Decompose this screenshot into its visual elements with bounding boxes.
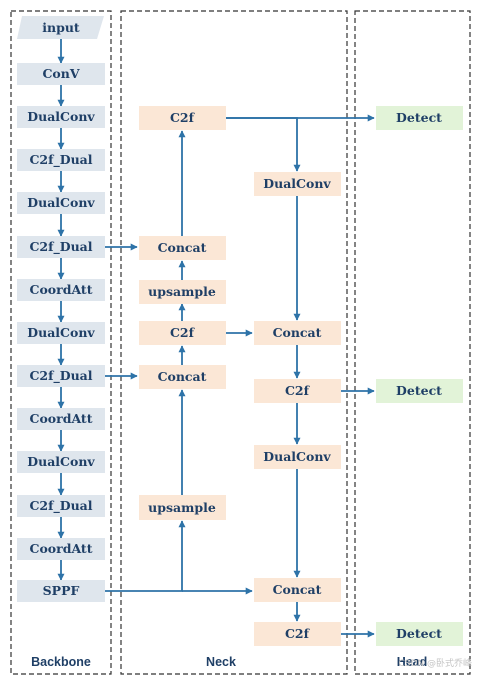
backbone-region	[10, 10, 112, 675]
neck-concat-mid-label: Concat	[158, 369, 207, 384]
backbone-node-coordatt-3: CoordAtt	[17, 538, 105, 560]
neck-concat-mid-box	[139, 365, 226, 389]
backbone-node-coordatt-2-label: CoordAtt	[30, 411, 93, 426]
backbone-node-coordatt-3-box	[17, 538, 105, 560]
backbone-node-dualconv-1-box	[17, 106, 105, 128]
neck-upsample-top-box	[139, 280, 226, 304]
backbone-node-c2f-dual-4: C2f_Dual	[17, 495, 105, 517]
backbone-node-dualconv-4: DualConv	[17, 451, 105, 473]
backbone-node-c2f-dual-1: C2f_Dual	[17, 149, 105, 171]
neck-c2f-right-mid: C2f	[254, 379, 341, 403]
backbone-node-c2f-dual-2-label: C2f_Dual	[29, 239, 92, 255]
neck-concat-top: Concat	[139, 236, 226, 260]
node-input-shape	[17, 16, 104, 39]
head-detect-top: Detect	[376, 106, 463, 130]
backbone-node-c2f-dual-2: C2f_Dual	[17, 236, 105, 258]
node-input: input	[17, 16, 104, 39]
head-region	[354, 10, 471, 675]
backbone-node-c2f-dual-1-label: C2f_Dual	[29, 152, 92, 168]
neck-concat-top-label: Concat	[158, 240, 207, 255]
backbone-node-c2f-dual-1-box	[17, 149, 105, 171]
neck-c2f-bottom-box	[254, 622, 341, 646]
neck-concat-right-mid-label: Concat	[273, 325, 322, 340]
neck-c2f-bottom: C2f	[254, 622, 341, 646]
neck-region	[120, 10, 348, 675]
neck-upsample-top: upsample	[139, 280, 226, 304]
neck-upsample-bottom-label: upsample	[148, 500, 216, 515]
neck-upsample-bottom-box	[139, 495, 226, 520]
neck-dualconv-bottom-box	[254, 445, 341, 469]
neck-c2f-top-box	[139, 106, 226, 130]
backbone-node-dualconv-2-box	[17, 192, 105, 214]
backbone-node-conv-box	[17, 63, 105, 85]
backbone-node-c2f-dual-3-label: C2f_Dual	[29, 368, 92, 384]
watermark: CSDN @卧式乔峰	[398, 657, 472, 669]
backbone-node-dualconv-3-label: DualConv	[27, 325, 95, 340]
backbone-node-c2f-dual-2-box	[17, 236, 105, 258]
backbone-node-c2f-dual-4-box	[17, 495, 105, 517]
head-detect-bottom: Detect	[376, 622, 463, 646]
head-detect-mid-label: Detect	[396, 383, 442, 398]
backbone-node-coordatt-2: CoordAtt	[17, 408, 105, 430]
backbone-node-dualconv-4-label: DualConv	[27, 454, 95, 469]
backbone-node-c2f-dual-3: C2f_Dual	[17, 365, 105, 387]
backbone-node-dualconv-1-label: DualConv	[27, 109, 95, 124]
backbone-node-sppf: SPPF	[17, 580, 105, 602]
edge-sppf-upsample	[105, 520, 186, 592]
neck-dualconv-bottom: DualConv	[254, 445, 341, 469]
neck-c2f-right-mid-box	[254, 379, 341, 403]
backbone-node-dualconv-2-label: DualConv	[27, 195, 95, 210]
head-detect-mid: Detect	[376, 379, 463, 403]
neck-c2f-mid: C2f	[139, 321, 226, 345]
neck-concat-bottom-box	[254, 578, 341, 602]
backbone-nodes: ConVDualConvC2f_DualDualConvC2f_DualCoor…	[17, 63, 105, 602]
backbone-node-coordatt-1: CoordAtt	[17, 279, 105, 301]
backbone-node-sppf-label: SPPF	[43, 583, 80, 598]
backbone-node-dualconv-1: DualConv	[17, 106, 105, 128]
neck-upsample-bottom: upsample	[139, 495, 226, 520]
backbone-node-c2f-dual-4-label: C2f_Dual	[29, 498, 92, 514]
backbone-node-dualconv-4-box	[17, 451, 105, 473]
neck-dualconv-top-box	[254, 172, 341, 196]
edge-c2f-top-dualconv	[226, 117, 301, 172]
backbone-node-coordatt-3-label: CoordAtt	[30, 541, 93, 556]
neck-concat-bottom-label: Concat	[273, 582, 322, 597]
head-detect-bottom-label: Detect	[396, 626, 442, 641]
neck-concat-right-mid: Concat	[254, 321, 341, 345]
backbone-node-c2f-dual-3-box	[17, 365, 105, 387]
neck-c2f-top-label: C2f	[170, 110, 196, 125]
head-detect-bottom-box	[376, 622, 463, 646]
backbone-node-conv: ConV	[17, 63, 105, 85]
neck-concat-bottom: Concat	[254, 578, 341, 602]
neck-dualconv-bottom-label: DualConv	[263, 449, 331, 464]
neck-c2f-mid-box	[139, 321, 226, 345]
node-input-label: input	[42, 20, 80, 35]
neck-c2f-top: C2f	[139, 106, 226, 130]
backbone-node-coordatt-2-box	[17, 408, 105, 430]
head-detect-top-label: Detect	[396, 110, 442, 125]
backbone-node-dualconv-2: DualConv	[17, 192, 105, 214]
neck-dualconv-top-label: DualConv	[263, 176, 331, 191]
backbone-node-coordatt-1-label: CoordAtt	[30, 282, 93, 297]
head-detect-top-box	[376, 106, 463, 130]
backbone-node-sppf-box	[17, 580, 105, 602]
backbone-node-coordatt-1-box	[17, 279, 105, 301]
neck-concat-top-box	[139, 236, 226, 260]
neck-c2f-bottom-label: C2f	[285, 626, 311, 641]
neck-label: Neck	[206, 655, 236, 669]
neck-c2f-mid-label: C2f	[170, 325, 196, 340]
head-detect-mid-box	[376, 379, 463, 403]
head-label: Head	[397, 655, 428, 669]
edges	[57, 39, 375, 638]
neck-concat-mid: Concat	[139, 365, 226, 389]
neck-c2f-right-mid-label: C2f	[285, 383, 311, 398]
neck-upsample-top-label: upsample	[148, 284, 216, 299]
backbone-node-conv-label: ConV	[42, 66, 79, 81]
backbone-label: Backbone	[31, 655, 91, 669]
backbone-node-dualconv-3-box	[17, 322, 105, 344]
backbone-node-dualconv-3: DualConv	[17, 322, 105, 344]
neck-dualconv-top: DualConv	[254, 172, 341, 196]
neck-concat-right-mid-box	[254, 321, 341, 345]
